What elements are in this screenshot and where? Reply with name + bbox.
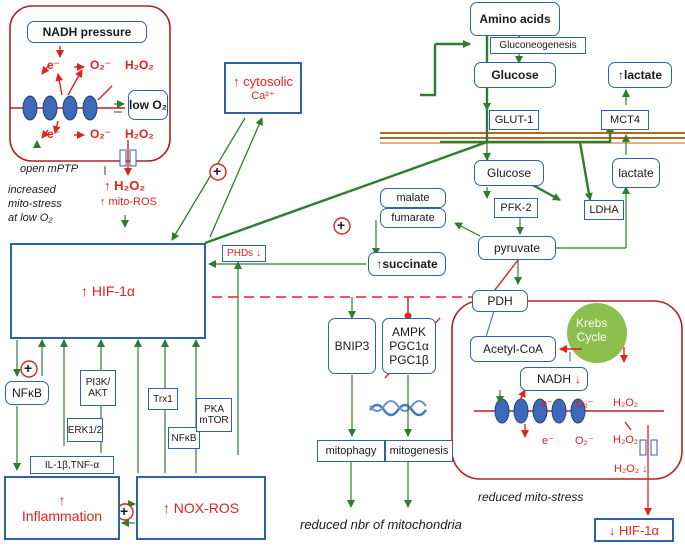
nadh-right-box: NADH — [520, 367, 588, 391]
erk-box: ERK1/2 — [67, 418, 103, 442]
fumarate-box: fumarate — [380, 208, 446, 228]
h2o2-label-top: H₂O₂ — [125, 58, 154, 72]
pfk2-box: PFK-2 — [494, 198, 538, 218]
mito-wave — [368, 403, 428, 417]
lactate-mid-box: lactate — [612, 158, 660, 188]
hif-down-box: ↓ HIF-1α — [594, 518, 674, 542]
plus-sign-inflammation: + — [120, 503, 129, 519]
electron-right-bottom: e⁻ — [542, 435, 554, 447]
nfkb-left-box: NFκB — [5, 381, 49, 405]
pyruvate-box: pyruvate — [478, 236, 556, 260]
ldha-box: LDHA — [584, 200, 624, 220]
electron-right-top: e⁻ — [541, 398, 553, 410]
mito-ros-label: ↑ mito-ROS — [100, 196, 157, 208]
malate-box: malate — [380, 188, 446, 208]
electron-label-top: e⁻ — [47, 58, 61, 72]
h2o2-down-label: H₂O₂ ↓ — [614, 463, 648, 475]
pdh-box: PDH — [472, 290, 528, 312]
mct4-box: MCT4 — [601, 110, 649, 130]
superoxide-label-bottom: O₂⁻ — [90, 127, 111, 141]
trx1-box: Trx1 — [148, 388, 178, 410]
nadh-pressure-box: NADH pressure — [27, 21, 147, 43]
increased-mito-stress-label: increased mito-stress at low O₂ — [8, 184, 62, 224]
lactate-top-box: ↑lactate — [608, 62, 672, 88]
succinate-box: ↑succinate — [368, 252, 446, 276]
inflammation-box: ↑ Inflammation — [4, 476, 120, 540]
h2o2-increase-label: ↑ H₂O₂ — [104, 178, 146, 193]
electron-chain-left — [22, 95, 98, 121]
amino-acids-box: Amino acids — [470, 2, 560, 36]
glucose-top-box: Glucose — [474, 62, 556, 88]
phds-box: PHDs ↓ — [222, 245, 266, 262]
h2o2-label-bottom: H₂O₂ — [125, 127, 154, 141]
open-mptp-label: open mPTP — [20, 163, 79, 175]
mitophagy-box: mitophagy — [317, 440, 385, 462]
krebs-cycle-circle — [567, 303, 627, 363]
mito-left-outline — [9, 5, 171, 162]
low-o2-box: low O₂ — [128, 90, 168, 120]
glucose-mid-box: Glucose — [474, 160, 544, 186]
pi3k-akt-box: PI3K/AKT — [80, 370, 116, 406]
nadh-down-arrow: ↓ — [575, 372, 581, 386]
plus-sign-nfkb: + — [24, 360, 33, 376]
h2o2-right-top: H₂O₂ — [613, 397, 639, 409]
nfkb-mid-box: NFκB — [168, 427, 200, 449]
superoxide-right-bottom: O₂⁻ — [575, 435, 594, 447]
glut1-box: GLUT-1 — [489, 110, 539, 130]
reduced-nbr-label: reduced nbr of mitochondria — [300, 517, 462, 532]
mito-right-outline — [451, 300, 683, 480]
electron-label-bottom: e⁻ — [47, 127, 61, 141]
electron-chain-right — [494, 398, 586, 424]
superoxide-label-top: O₂⁻ — [90, 58, 111, 72]
plus-sign-ca: + — [213, 163, 222, 179]
acetyl-coa-box: Acetyl-CoA — [470, 336, 556, 362]
plus-sign-succinate: + — [337, 217, 346, 233]
reduced-mito-stress-label: reduced mito-stress — [478, 490, 584, 504]
bnip3-box: BNIP3 — [328, 318, 376, 374]
hif-main-box: ↑ HIF-1α — [10, 243, 206, 339]
cytosolic-ca-box: ↑ cytosolic Ca²⁺ — [224, 62, 302, 114]
h2o2-right-bottom: H₂O₂ — [613, 434, 639, 446]
gluconeogenesis-box: Gluconeogenesis — [490, 37, 586, 54]
il1-tnf-box: IL-1β,TNF-α — [30, 456, 114, 474]
mitogenesis-box: mitogenesis — [385, 440, 453, 462]
nox-ros-box: ↑ NOX-ROS — [136, 476, 266, 540]
superoxide-right-top: O₂⁻ — [575, 398, 594, 410]
plus-circles — [20, 163, 351, 521]
